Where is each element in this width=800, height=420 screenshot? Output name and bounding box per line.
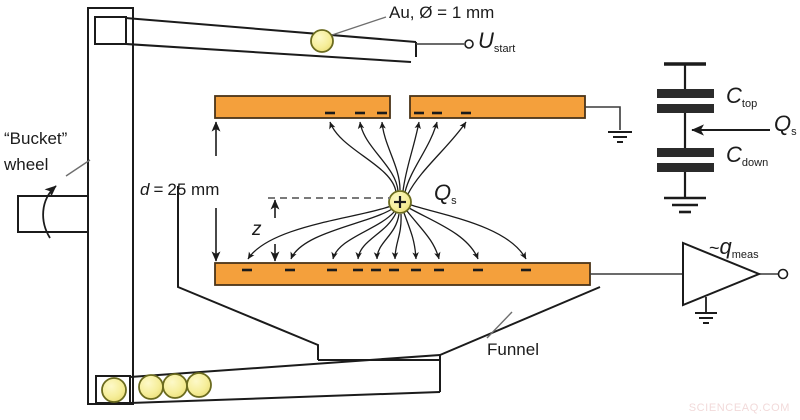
circuit-qs-symbol: Q [774,111,792,136]
bucket-wheel-structure [17,7,134,405]
gold-sphere-in-bucket [101,377,127,403]
q-meas-prefix: ~ [709,238,720,258]
c-down-label: Cdown [726,142,769,169]
funnel-label: Funnel [487,340,539,359]
amplifier-triangle-icon [682,241,762,307]
q-meas-label: ~qmeas [709,234,759,261]
positive-charge-icon [388,190,412,214]
lower-chute-bottom-rail [129,391,441,404]
top-bucket-pocket [94,16,127,45]
charge-qs-symbol: Q [434,180,452,205]
plate-gap-value: 25 mm [167,180,220,199]
field-lines-downward [247,204,527,260]
equivalent-circuit [657,62,770,214]
upper-chute [125,17,417,63]
charge-qs-label: Qs [434,180,457,207]
upper-chute-bottom-rail [125,43,412,63]
lower-plate [214,262,591,286]
bucket-wheel-label-line1: “Bucket” [4,129,68,148]
amp-output-terminal [777,268,789,280]
funnel-label-leader [486,311,513,339]
ground-amplifier [695,297,717,324]
u-start-symbol: U [478,28,494,53]
au-sphere-label: Au, Ø = 1 mm [389,3,495,22]
gold-sphere-upper-chute [310,29,334,53]
upper-plate-left [214,95,391,119]
bucket-wheel-leader [65,159,91,177]
gold-sphere-lower-3 [186,372,212,398]
q-meas-subscript: meas [731,249,759,261]
capacitor-cdown-symbol [657,148,714,172]
funnel-left-wall [177,186,319,360]
q-meas-symbol: q [719,234,732,259]
plate-gap-label: d=25 mm [140,181,219,198]
circuit-qs-subscript: s [791,126,797,138]
au-label-leader [331,16,387,36]
u-start-wire [416,39,474,49]
c-down-subscript: down [741,157,769,169]
wheel-column-outer [87,7,134,405]
ground-upper-plate [585,106,632,143]
u-start-label: Ustart [478,28,516,55]
wheel-axle-box [17,195,89,233]
plate-gap-symbol: d [140,180,150,199]
gold-sphere-lower-2 [162,373,188,399]
lower-chute-top-rail [129,354,441,378]
capacitor-ctop-symbol [657,89,714,113]
watermark: SCIENCEAQ.COM [688,402,790,414]
charge-qs-subscript: s [451,195,457,207]
ground-circuit [664,196,706,214]
circuit-qs-label: Qs [774,111,797,138]
c-down-symbol: C [726,142,742,167]
field-lines-upward [212,121,467,195]
upper-chute-top-rail [125,17,417,43]
gold-sphere-lower-1 [138,374,164,400]
plate-gap-equals: = [153,180,164,199]
u-start-subscript: start [493,43,516,55]
gold-spheres-lower [101,372,212,403]
upper-plate-right [409,95,586,119]
open-terminal-icon [464,39,474,49]
c-top-symbol: C [726,83,742,108]
z-height-label: z [252,219,262,240]
c-top-label: Ctop [726,83,758,110]
lower-chute [129,354,441,404]
c-top-subscript: top [741,98,758,110]
rotation-arrow-icon [42,185,57,239]
bucket-wheel-label-line2: wheel [4,155,49,174]
